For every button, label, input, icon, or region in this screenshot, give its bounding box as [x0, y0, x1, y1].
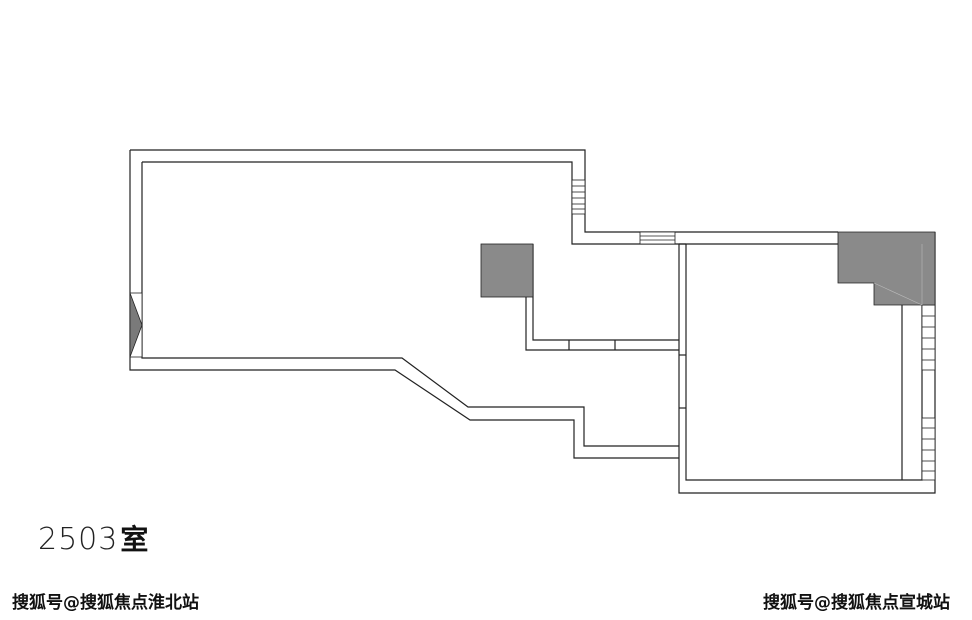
- structural-column-middle: [480, 243, 534, 298]
- window-top-right-of-left-room: [571, 179, 586, 215]
- left-room-inner-wall: [141, 161, 838, 447]
- watermark-right: 搜狐号@搜狐焦点宣城站: [763, 593, 950, 613]
- left-room-outer-wall: [129, 149, 838, 459]
- room-suffix: 室: [120, 523, 149, 556]
- corner-detail-line: [873, 282, 923, 306]
- window-right-lower: [921, 417, 936, 481]
- window-top-middle: [639, 231, 676, 245]
- watermark-left: 搜狐号@搜狐焦点淮北站: [12, 593, 199, 613]
- room-number: 2503: [38, 522, 119, 557]
- middle-block-wall: [525, 244, 679, 351]
- room-label: 2503 室: [38, 518, 148, 558]
- structural-column-corner: [837, 231, 936, 306]
- left-door: [129, 292, 143, 358]
- window-right-upper: [921, 304, 936, 371]
